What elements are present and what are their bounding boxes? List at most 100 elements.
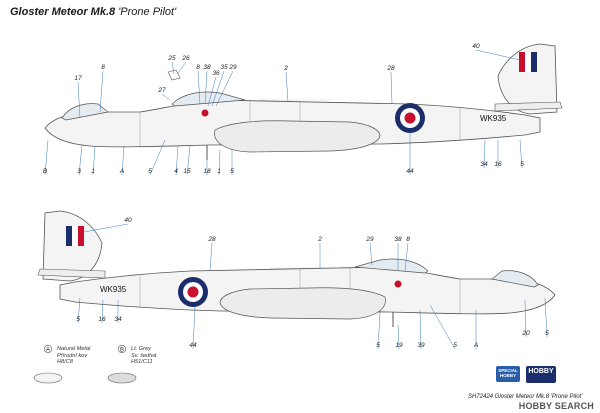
top-callout-leader xyxy=(218,149,221,176)
top-callout-leader xyxy=(390,71,393,105)
title-main: Gloster Meteor Mk.8 xyxy=(10,6,116,18)
top-callout-leader xyxy=(99,70,104,113)
bottom-callout-label: 40 xyxy=(124,217,132,224)
top-callout-label: 44 xyxy=(406,168,414,175)
bottom-callout-label: 44 xyxy=(189,342,197,349)
bottom-callout-label: 5 xyxy=(376,342,380,349)
bottom-canopy xyxy=(491,270,539,288)
bottom-callout-label: 5 xyxy=(545,330,549,337)
top-fin-flash-white xyxy=(525,52,531,72)
top-profile xyxy=(44,43,563,160)
top-callout-label: 5 xyxy=(520,161,524,168)
top-callout-label: 4 xyxy=(174,168,178,175)
bottom-serial: WK935 xyxy=(100,285,127,294)
bottom-callout-leader xyxy=(77,297,81,324)
bottom-callout-label: 34 xyxy=(114,316,122,323)
top-callout-leader xyxy=(519,139,523,169)
bottom-callout-label: 5 xyxy=(453,342,457,349)
bottom-red-marking xyxy=(394,280,402,288)
bottom-fin-flash-white xyxy=(72,226,78,246)
top-red-marking xyxy=(201,109,209,117)
bottom-callout-leader xyxy=(377,311,381,350)
top-callout-leader xyxy=(149,139,166,176)
top-fin-flash-red xyxy=(519,52,525,72)
top-callout-label: A xyxy=(119,168,124,175)
bottom-callout-label: 39 xyxy=(417,342,425,349)
top-callout-label: 15 xyxy=(183,168,191,175)
special-hobby-logo: SPECIAL HOBBY xyxy=(496,366,520,382)
top-fin xyxy=(497,43,558,115)
bottom-callout-label: 5 xyxy=(76,316,80,323)
bottom-callout-leader xyxy=(404,242,409,272)
hobby-logo: HOBBY xyxy=(526,366,556,383)
bottom-callout-label: A xyxy=(473,342,478,349)
top-engine-nacelle xyxy=(214,120,381,153)
top-callout-label: 2 xyxy=(283,65,288,72)
bottom-tailplane xyxy=(37,268,106,279)
top-callout-label: 8 xyxy=(101,64,105,71)
legend-swatch-natural-metal xyxy=(33,372,63,384)
top-callout-label: 18 xyxy=(203,168,211,175)
top-callout-leader xyxy=(78,144,83,176)
top-callout-leader xyxy=(197,70,201,105)
bottom-callout-leader xyxy=(397,324,400,350)
bottom-callout-leader xyxy=(83,223,129,233)
bottom-fin-flash-red xyxy=(78,226,84,246)
bottom-callout-label: 20 xyxy=(521,330,530,337)
top-callout-leader xyxy=(211,70,225,107)
top-callout-leader xyxy=(215,70,234,107)
legend-b-marker xyxy=(117,344,127,354)
legend-a-text: Natural Metal Přírodní kov H8/C8 xyxy=(57,346,91,366)
top-callout-label: 1 xyxy=(91,168,95,175)
top-roundel-inner xyxy=(404,112,416,124)
legend-swatch-light-grey xyxy=(107,372,137,384)
bottom-callout-leader xyxy=(544,297,548,338)
top-callout-label: 40 xyxy=(472,43,480,50)
top-callout-leader xyxy=(483,139,486,169)
bottom-callout-leader xyxy=(101,299,104,324)
top-tailplane xyxy=(494,101,563,112)
top-callout-leader xyxy=(285,71,289,103)
top-callout-label: 5 xyxy=(148,168,152,175)
legend-b-text: Lt. Grey Sv. šedivá H51/C11 xyxy=(131,346,157,366)
bottom-callout-label: 29 xyxy=(365,236,374,243)
bottom-callout-label: 19 xyxy=(395,342,403,349)
top-callout-label: 1 xyxy=(217,168,221,175)
top-callout-label: 26 xyxy=(181,55,190,62)
top-callout-leader xyxy=(92,145,96,176)
bottom-callout-label: 16 xyxy=(98,316,106,323)
top-callout-label: 5 xyxy=(230,168,234,175)
bottom-fin-flash-blue xyxy=(66,226,72,246)
top-callout-label: 29 xyxy=(228,64,237,71)
legend-a-letter: A xyxy=(46,348,50,354)
top-canopy xyxy=(61,103,109,121)
top-callout-label: 8 xyxy=(196,64,200,71)
bottom-callout-leader xyxy=(192,306,196,350)
top-callout-label: 36 xyxy=(212,70,220,77)
kit-reference: SH72424 Gloster Meteor Mk.8 'Prone Pilot… xyxy=(468,394,583,400)
top-callout-leader xyxy=(121,145,125,176)
top-fin-flash-blue xyxy=(531,52,537,72)
bottom-profile xyxy=(37,210,556,327)
top-callout-leader xyxy=(207,76,217,107)
bottom-callout-leader xyxy=(419,309,422,350)
top-serial: WK935 xyxy=(480,114,507,123)
legend-b-letter: B xyxy=(120,348,124,354)
top-callout-leader xyxy=(175,145,179,176)
top-callout-leader xyxy=(204,70,208,105)
watermark: HOBBY SEARCH xyxy=(518,401,594,411)
top-callout-label: B xyxy=(43,168,48,175)
top-callout-leader xyxy=(161,93,171,101)
top-callout-leader xyxy=(475,49,521,61)
top-callout-label: 35 xyxy=(220,64,228,71)
top-callout-label: 28 xyxy=(386,65,395,72)
bottom-engine-nacelle xyxy=(219,287,386,320)
top-callout-leader xyxy=(77,81,81,119)
top-callout-leader xyxy=(177,61,187,74)
top-callout-leader xyxy=(44,139,49,176)
bottom-callout-label: 2 xyxy=(317,236,322,243)
bottom-callout-leader xyxy=(209,242,213,271)
